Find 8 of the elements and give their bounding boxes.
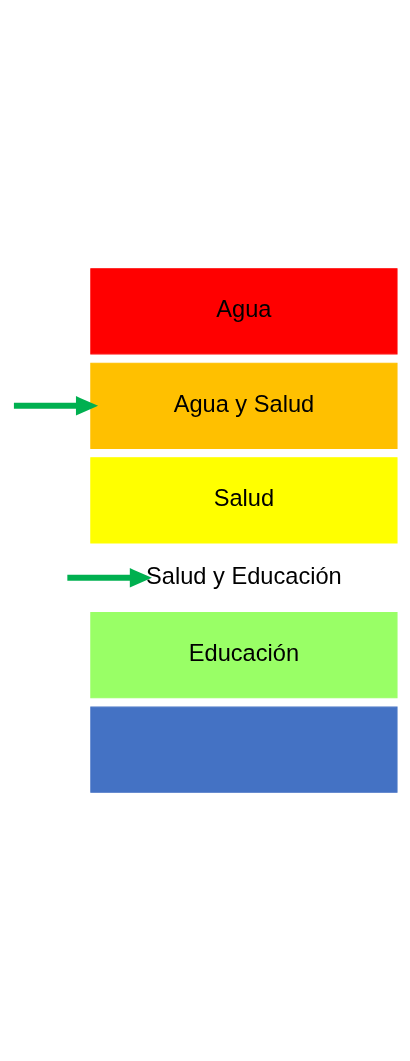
node-box: Salud <box>90 457 398 544</box>
node-box <box>90 706 398 793</box>
arrow <box>13 396 99 416</box>
arrow <box>67 568 152 588</box>
node-box: Agua <box>90 268 398 355</box>
node-box: Educación <box>90 612 398 699</box>
node-box: Agua y Salud <box>90 362 398 449</box>
node-text: Salud y Educación <box>146 562 342 589</box>
